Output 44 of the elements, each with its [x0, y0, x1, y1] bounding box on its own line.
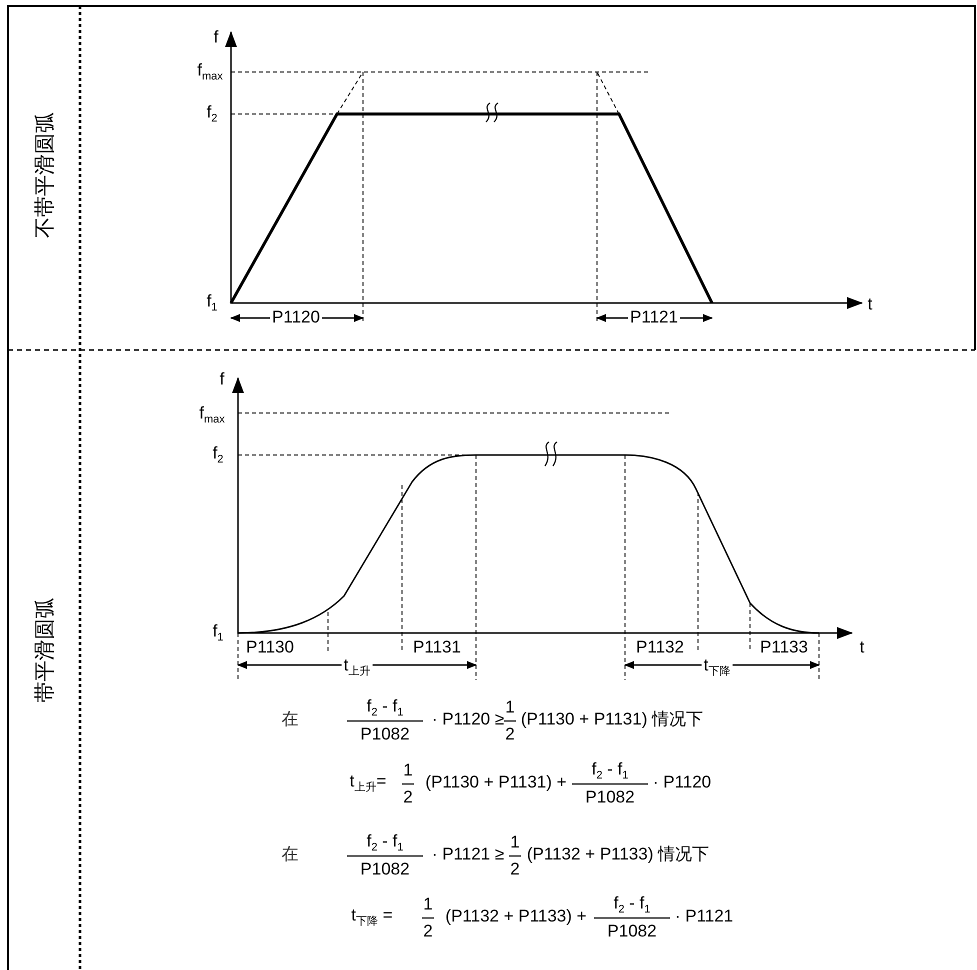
tick-label: f$_{2}$ [212, 444, 224, 466]
axis-label: f [220, 370, 224, 390]
formula-text: · P1120 [652, 774, 712, 792]
axis-label: t [860, 638, 864, 658]
fraction-numerator: 1 [403, 762, 413, 780]
dimension-label: P1130 [246, 638, 294, 658]
fraction-numerator: f$_{2}$ - f$_{1}$ [614, 894, 650, 916]
fraction-denominator: 2 [423, 922, 433, 942]
formula-text: (P1132 + P1133) 情况下 [526, 846, 710, 864]
dimension-label: P1131 [413, 638, 461, 658]
fraction-numerator: 1 [505, 698, 515, 718]
formula-text: (P1130 + P1131) 情况下 [520, 710, 704, 730]
tick-label: f$_{1}$ [206, 292, 218, 314]
fraction-numerator: 1 [423, 896, 433, 914]
formula-text: t$_{下降}$ = [351, 906, 393, 928]
fraction-denominator: 2 [505, 726, 515, 744]
formula-text: 在 [282, 710, 298, 730]
fraction-denominator: P1082 [585, 788, 635, 808]
axis-label: t [868, 296, 872, 314]
fraction-denominator: 2 [510, 860, 520, 880]
tick-label: f$_{max}$ [197, 61, 223, 83]
row-heading: 带平滑圆弧 [33, 598, 57, 702]
tick-label: f$_{2}$ [206, 103, 218, 125]
formula-text: · P1120 ≥ [432, 710, 504, 730]
fraction-numerator: f$_{2}$ - f$_{1}$ [366, 832, 404, 854]
axis-label: f [214, 28, 218, 48]
fraction-denominator: P1082 [360, 860, 410, 880]
fraction-numerator: f$_{2}$ - f$_{1}$ [592, 760, 628, 782]
fraction-numerator: f$_{2}$ - f$_{1}$ [366, 697, 404, 719]
formula-text: · P1121 [674, 908, 734, 926]
dimension-label: P1133 [760, 638, 808, 658]
fraction-denominator: P1082 [360, 726, 410, 744]
fraction-denominator: P1082 [607, 922, 657, 942]
formula-text: 在 [282, 846, 298, 864]
tick-label: f$_{max}$ [199, 404, 225, 426]
formula-text: (P1132 + P1133) + [445, 908, 587, 926]
fraction-numerator: 1 [510, 834, 520, 852]
formula-text: (P1130 + P1131) + [425, 774, 567, 792]
row-heading: 不带平滑圆弧 [33, 112, 57, 238]
formula-text: · P1121 ≥ [432, 846, 504, 864]
dimension-label: P1132 [636, 638, 684, 658]
fraction-denominator: 2 [403, 788, 413, 808]
formula-text: t$_{上升}$= [350, 772, 386, 794]
tick-label: f$_{1}$ [212, 622, 224, 644]
